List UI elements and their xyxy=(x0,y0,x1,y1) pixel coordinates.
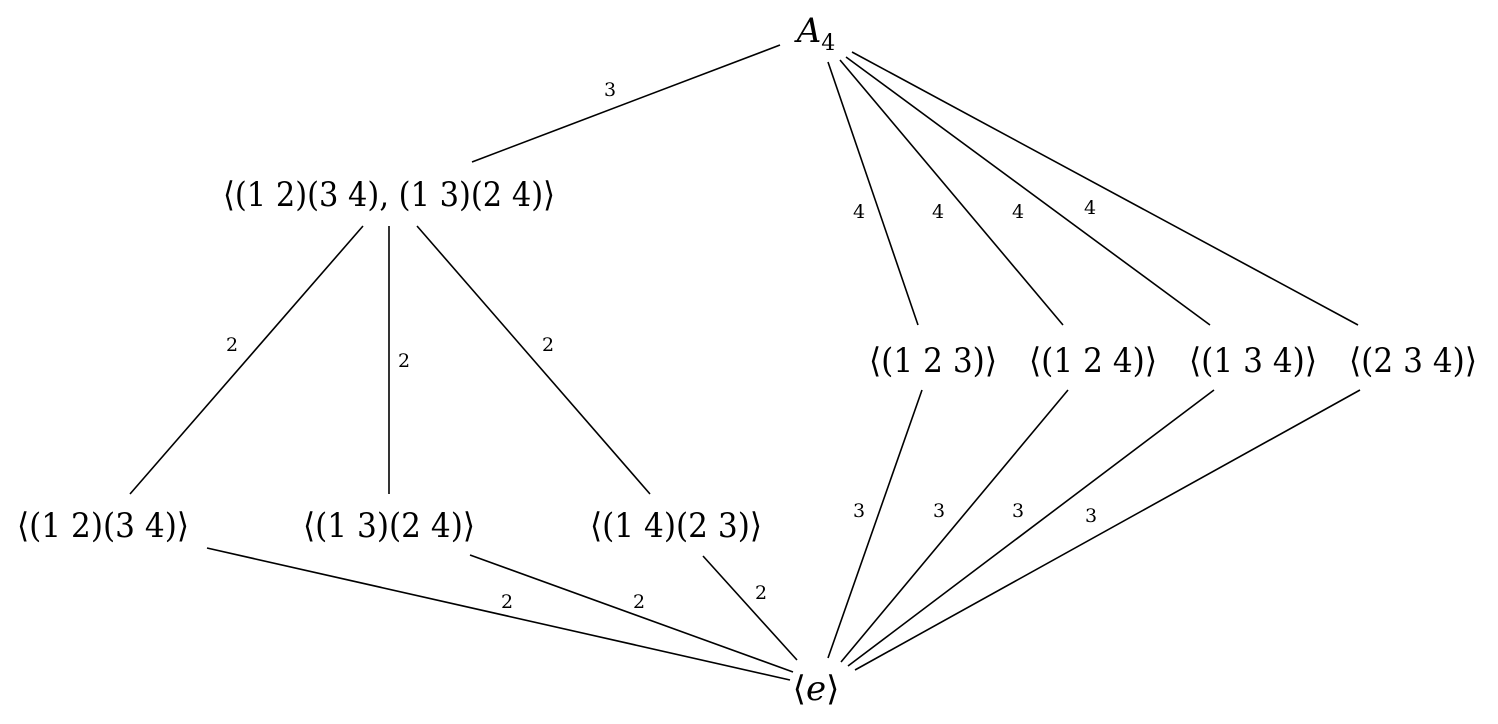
node-klein-four: ⟨(1 2)(3 4), (1 3)(2 4)⟩ xyxy=(223,175,555,215)
node-trivial: ⟨e⟩ xyxy=(793,669,840,709)
edge-a4-c3d xyxy=(851,51,1359,326)
edge-label-a4-c3c: 4 xyxy=(1012,201,1024,223)
edge-c3d-e xyxy=(854,389,1361,671)
edge-label-a4-c3a: 4 xyxy=(853,201,865,223)
edge-v4-c2a xyxy=(129,225,364,495)
edges xyxy=(129,44,1361,681)
node-c2-12-34: ⟨(1 2)(3 4)⟩ xyxy=(17,506,189,546)
edge-label-c3c-e: 3 xyxy=(1012,500,1024,522)
node-trivial-identity: e xyxy=(806,669,826,709)
edge-label-c2c-e: 2 xyxy=(755,582,767,604)
edge-a4-c3a xyxy=(827,61,919,326)
edge-c2c-e xyxy=(702,555,798,661)
edge-a4-v4 xyxy=(471,44,781,163)
edge-a4-c3b xyxy=(839,59,1064,326)
node-c2-13-24: ⟨(1 3)(2 4)⟩ xyxy=(303,506,475,546)
edge-v4-c2c xyxy=(416,225,651,495)
nodes: A4 ⟨(1 2)(3 4), (1 3)(2 4)⟩ ⟨(1 2)(3 4)⟩… xyxy=(17,11,1477,709)
edge-label-c3a-e: 3 xyxy=(853,500,865,522)
edge-label-a4-c3b: 4 xyxy=(932,201,944,223)
node-trivial-close: ⟩ xyxy=(826,669,839,709)
node-c3-124: ⟨(1 2 4)⟩ xyxy=(1029,341,1157,381)
edge-c3a-e xyxy=(827,389,923,659)
edge-label-v4-c2b: 2 xyxy=(398,350,410,372)
edge-label-c2a-e: 2 xyxy=(501,591,513,613)
edge-c2b-e xyxy=(469,554,794,673)
node-a4: A4 xyxy=(794,11,836,56)
node-c3-234: ⟨(2 3 4)⟩ xyxy=(1349,341,1477,381)
edge-label-c3b-e: 3 xyxy=(933,500,945,522)
edge-label-c2b-e: 2 xyxy=(633,591,645,613)
node-a4-subscript: 4 xyxy=(821,31,835,56)
node-trivial-open: ⟨ xyxy=(793,669,806,709)
edge-c2a-e xyxy=(206,547,791,681)
edge-label-c3d-e: 3 xyxy=(1085,505,1097,527)
edge-label-a4-v4: 3 xyxy=(604,79,616,101)
edge-label-v4-c2a: 2 xyxy=(226,334,238,356)
node-a4-symbol: A xyxy=(794,11,822,51)
node-c3-123: ⟨(1 2 3)⟩ xyxy=(869,341,997,381)
node-c2-14-23: ⟨(1 4)(2 3)⟩ xyxy=(590,506,762,546)
node-c3-134: ⟨(1 3 4)⟩ xyxy=(1189,341,1317,381)
edge-label-v4-c2c: 2 xyxy=(542,334,554,356)
edge-c3b-e xyxy=(840,389,1069,663)
edge-a4-c3c xyxy=(845,56,1211,326)
edge-label-a4-c3d: 4 xyxy=(1084,197,1096,219)
edge-c3c-e xyxy=(847,389,1215,667)
edge-labels: 3 4 4 4 4 2 2 2 2 2 2 3 3 3 3 xyxy=(226,79,1097,613)
